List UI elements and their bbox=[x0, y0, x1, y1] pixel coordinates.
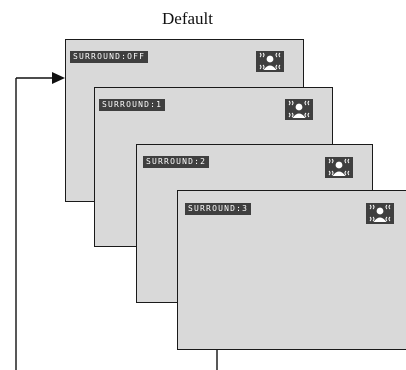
surround-sound-icon bbox=[325, 157, 353, 178]
osd-label-surround-1: SURROUND:1 bbox=[99, 99, 166, 111]
osd-label-surround-3: SURROUND:3 bbox=[185, 203, 252, 215]
surround-sound-icon bbox=[256, 51, 284, 72]
arrowhead-icon bbox=[52, 72, 65, 84]
surround-sound-icon bbox=[366, 203, 394, 224]
osd-label-surround-off: SURROUND:OFF bbox=[70, 51, 149, 63]
surround-sound-icon bbox=[285, 99, 313, 120]
diagram-title: Default bbox=[162, 9, 213, 28]
osd-label-surround-2: SURROUND:2 bbox=[143, 156, 210, 168]
tv-screen-surround-3: SURROUND:3 bbox=[177, 190, 406, 350]
